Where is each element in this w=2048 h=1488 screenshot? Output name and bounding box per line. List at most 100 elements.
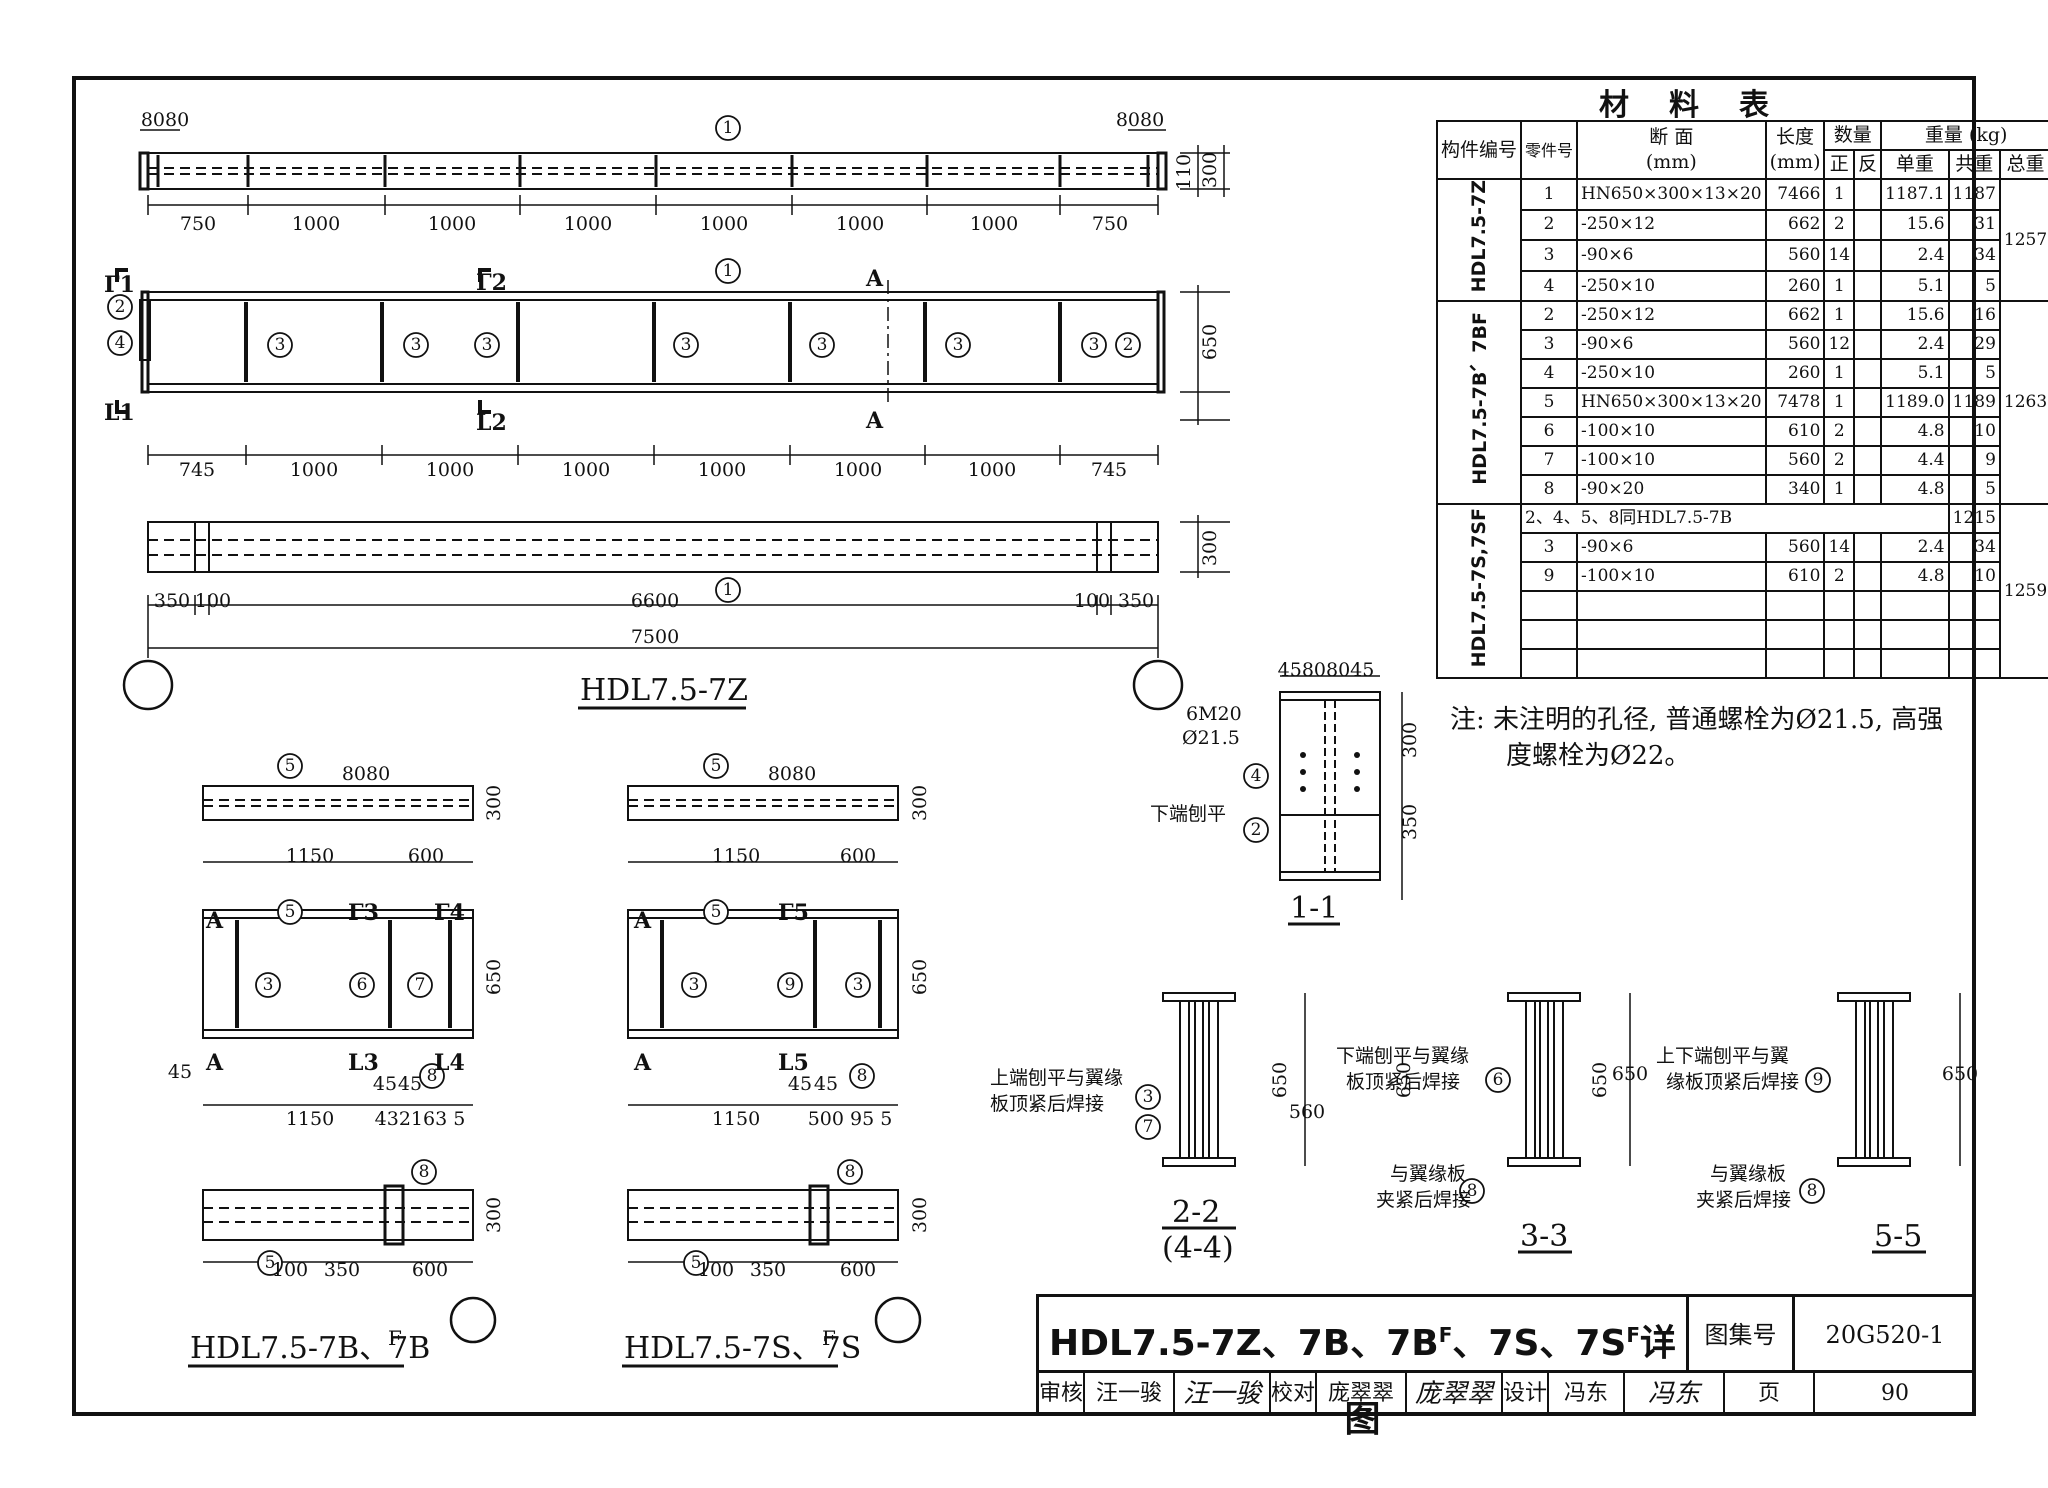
- svg-text:1000: 1000: [426, 459, 474, 481]
- svg-text:45: 45: [814, 1073, 838, 1095]
- svg-text:9: 9: [1813, 1070, 1824, 1090]
- s33-note-2: 板顶紧后焊接: [1346, 1071, 1460, 1093]
- svg-text:5: 5: [691, 1253, 702, 1273]
- callout-planed: 下端刨平: [1150, 803, 1226, 825]
- svg-text:Γ2: Γ2: [476, 270, 507, 296]
- svg-text:1: 1: [723, 118, 734, 138]
- section-label-1-1: 1-1: [1290, 891, 1338, 926]
- s33-note-4: 夹紧后焊接: [1376, 1189, 1471, 1211]
- svg-text:300: 300: [483, 1197, 505, 1233]
- callout-hole: Ø21.5: [1182, 727, 1240, 749]
- svg-text:Γ4: Γ4: [434, 900, 465, 926]
- svg-text:650: 650: [1612, 1063, 1648, 1085]
- drawing-title: HDL7.5-7Z、7B、7BF、7S、7SF详图: [1039, 1297, 1689, 1440]
- svg-text:600: 600: [840, 1259, 876, 1281]
- svg-text:3: 3: [853, 975, 864, 995]
- member-id: HDL7.5-7S,7SF: [1435, 503, 1523, 680]
- svg-text:L4: L4: [434, 1050, 465, 1076]
- svg-text:350: 350: [154, 590, 190, 612]
- member-id: HDL7.5-7B、7BF: [1435, 300, 1523, 506]
- svg-text:600: 600: [408, 845, 444, 867]
- svg-text:8: 8: [427, 1066, 438, 1086]
- page-label: 页: [1725, 1373, 1815, 1415]
- svg-text:5: 5: [285, 756, 296, 776]
- svg-text:300: 300: [1199, 530, 1221, 566]
- svg-text:A: A: [865, 266, 884, 292]
- svg-text:100: 100: [698, 1259, 734, 1281]
- svg-text:5: 5: [285, 902, 296, 922]
- view-label-b-sup: F: [388, 1326, 402, 1350]
- svg-text:6600: 6600: [631, 590, 679, 612]
- svg-text:600: 600: [412, 1259, 448, 1281]
- designer-signature: 冯东: [1625, 1373, 1725, 1415]
- col-section: 断 面(mm): [1576, 120, 1767, 180]
- svg-text:45: 45: [788, 1073, 812, 1095]
- svg-text:A: A: [633, 908, 652, 934]
- svg-text:7: 7: [1143, 1117, 1154, 1137]
- svg-text:650: 650: [1199, 324, 1221, 360]
- svg-text:750: 750: [180, 213, 216, 235]
- svg-text:45: 45: [373, 1073, 397, 1095]
- svg-text:Γ5: Γ5: [778, 900, 809, 926]
- checker-signature: 庞翠翠: [1407, 1373, 1503, 1415]
- svg-text:3: 3: [1143, 1087, 1154, 1107]
- svg-text:350: 350: [324, 1259, 360, 1281]
- svg-text:650: 650: [483, 959, 505, 995]
- svg-text:3: 3: [1089, 335, 1100, 355]
- svg-text:1000: 1000: [564, 213, 612, 235]
- svg-text:A: A: [205, 908, 224, 934]
- svg-text:1000: 1000: [700, 213, 748, 235]
- svg-text:1: 1: [723, 580, 734, 600]
- svg-text:3: 3: [689, 975, 700, 995]
- svg-text:1000: 1000: [428, 213, 476, 235]
- svg-text:1000: 1000: [970, 213, 1018, 235]
- material-table: 构件编号 零件号 断 面(mm) 长度(mm) 数量 重量 (kg) 正 反 单…: [1435, 120, 2048, 680]
- table-row-empty: [1437, 590, 2048, 622]
- svg-text:745: 745: [1091, 459, 1127, 481]
- svg-text:3: 3: [681, 335, 692, 355]
- view-label-s-sup: F: [822, 1326, 836, 1350]
- svg-text:L2: L2: [476, 410, 507, 436]
- view-label-main: HDL7.5-7Z: [580, 673, 748, 708]
- svg-text:1150: 1150: [286, 1108, 334, 1130]
- signature-row: 审核 汪一骏 汪一骏 校对 庞翠翠 庞翠翠 设计 冯东 冯东 页 90: [1039, 1373, 1975, 1415]
- svg-text:8080: 8080: [141, 109, 189, 131]
- col-part: 零件号: [1520, 120, 1579, 180]
- svg-text:3: 3: [817, 335, 828, 355]
- svg-text:45: 45: [398, 1073, 422, 1095]
- svg-text:7500: 7500: [631, 626, 679, 648]
- svg-text:3: 3: [953, 335, 964, 355]
- design-label: 设计: [1503, 1373, 1549, 1415]
- svg-text:1150: 1150: [286, 845, 334, 867]
- view-label-s: HDL7.5-7S、7S: [624, 1331, 861, 1366]
- svg-text:500 95 5: 500 95 5: [808, 1108, 893, 1130]
- svg-text:2: 2: [1251, 820, 1262, 840]
- table-row-empty: [1437, 648, 2048, 680]
- s33-note-3: 与翼缘板: [1390, 1163, 1466, 1185]
- svg-text:650: 650: [909, 959, 931, 995]
- beam-top-flange-plan: [147, 152, 1159, 190]
- beam-bottom-flange: [147, 521, 1159, 573]
- svg-text:2: 2: [115, 297, 126, 317]
- svg-text:750: 750: [1092, 213, 1128, 235]
- svg-text:650: 650: [1393, 1062, 1415, 1098]
- svg-text:4: 4: [115, 333, 126, 353]
- svg-text:3: 3: [411, 335, 422, 355]
- col-weight: 重量 (kg): [1880, 120, 2048, 151]
- col-qty: 数量: [1823, 120, 1883, 151]
- svg-text:8: 8: [845, 1162, 856, 1182]
- reviewer: 汪一骏: [1085, 1373, 1175, 1415]
- svg-text:300: 300: [1399, 722, 1421, 758]
- section-label-4-4: (4-4): [1162, 1231, 1234, 1266]
- checker: 庞翠翠: [1317, 1373, 1407, 1415]
- svg-text:650: 650: [1269, 1062, 1291, 1098]
- svg-text:3: 3: [275, 335, 286, 355]
- svg-text:1000: 1000: [698, 459, 746, 481]
- callout-bolts: 6M20: [1186, 703, 1242, 725]
